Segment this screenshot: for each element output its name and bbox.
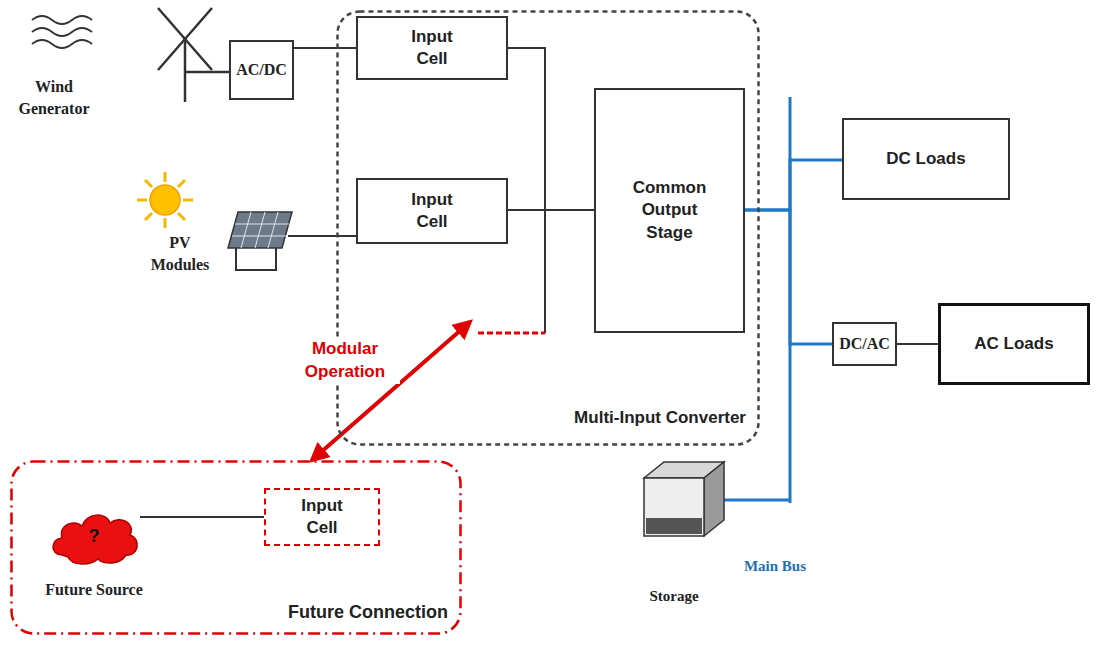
connector (897, 343, 938, 345)
text-holder: Common Output Stage (625, 177, 715, 243)
inverter-box: DC/AC (832, 322, 897, 366)
text-holder: Input Cell (404, 26, 460, 70)
text-holder: Input Cell (404, 189, 460, 233)
box-text: Common Output Stage (625, 177, 715, 243)
source-name: Future Source (45, 581, 143, 599)
box-text: Input Cell (294, 495, 350, 539)
box-text: Input Cell (404, 26, 460, 70)
sun-icon (137, 172, 193, 228)
text-holder: Input Cell (294, 495, 350, 539)
storage-icon (644, 462, 724, 536)
input-cell: Input Cell (264, 488, 380, 546)
future-slot (478, 332, 545, 335)
connector (294, 47, 356, 49)
output-stage: Common Output Stage (594, 88, 745, 333)
text-holder: DC Loads (886, 148, 965, 170)
edge-label: Modular Operation (290, 338, 400, 384)
text-holder: DC/AC (839, 334, 890, 355)
storage-link (724, 499, 790, 502)
box-text: DC Loads (886, 148, 965, 170)
cloud-mark: ? (89, 526, 100, 547)
storage-name: Storage (632, 586, 716, 606)
bus-name: Main Bus (725, 556, 825, 576)
future-source-cloud: ?Future Source (48, 505, 140, 567)
bus-line (544, 210, 546, 333)
wind-turbine (158, 8, 229, 102)
box-text: Input Cell (404, 189, 460, 233)
box-text: AC/DC (236, 60, 287, 81)
box-text: AC Loads (974, 333, 1053, 355)
source-name: PV Modules (145, 232, 215, 275)
input-cell: Input Cell (356, 178, 508, 244)
text-holder: AC/DC (236, 60, 287, 81)
region-heading: Multi-Input Converter (574, 408, 746, 428)
connector (140, 516, 264, 518)
region-heading: Future Connection (288, 602, 448, 623)
converter-box: AC/DC (229, 40, 294, 100)
wind-waves (32, 16, 92, 48)
load-box: DC Loads (842, 118, 1010, 200)
connector (508, 209, 594, 211)
input-cell: Input Cell (356, 16, 508, 80)
source-name: Wind Generator (9, 76, 99, 119)
connector (508, 48, 594, 210)
future-region: Future Connection?Future SourceInput Cel… (10, 460, 462, 635)
text-holder: AC Loads (974, 333, 1053, 355)
box-text: DC/AC (839, 334, 890, 355)
load-box: AC Loads (938, 303, 1090, 385)
